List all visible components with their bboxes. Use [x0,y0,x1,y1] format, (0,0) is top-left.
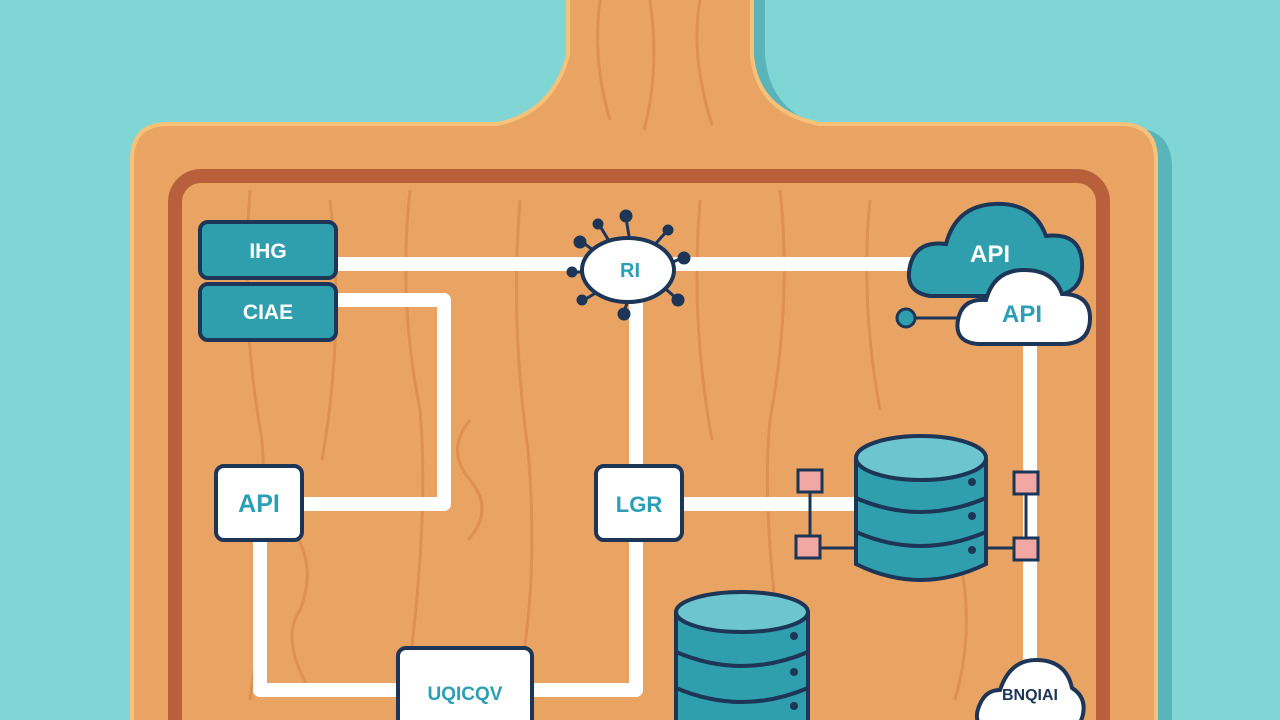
bottom-box-label: UQICQV [428,684,503,705]
database-icon-bottom[interactable] [674,590,810,720]
db-ports [794,468,1040,562]
cloud-bottom-label: BNQIAI [1002,687,1058,704]
cloud-icon-front[interactable]: API [955,267,1093,346]
bottom-box[interactable]: UQICQV [396,646,534,720]
top-box-1[interactable]: IHG [198,220,338,280]
cutting-board [130,0,1158,720]
lgr-box[interactable]: LGR [594,464,684,542]
cloud-icon-bottom[interactable]: BNQIAI [975,657,1086,720]
api-box-label: API [238,490,280,518]
connector-loop [299,293,451,511]
cloud-front-label: API [1002,301,1042,328]
database-icon[interactable] [794,434,1040,582]
top-box-1-label: IHG [249,240,286,263]
lgr-box-label: LGR [616,492,663,517]
api-box[interactable]: API [214,464,304,542]
connector-bottom-lgr [525,533,643,697]
board-frame [168,169,1110,720]
top-box-2[interactable]: CIAE [198,282,338,342]
cloud-link [895,307,965,329]
hub-label: RI [620,260,640,282]
top-box-2-label: CIAE [243,301,293,324]
cloud-back-label: API [970,241,1010,268]
connector-api-bottom [253,533,405,697]
link-dot [895,307,917,329]
network-hub-icon[interactable]: RI [566,209,691,321]
